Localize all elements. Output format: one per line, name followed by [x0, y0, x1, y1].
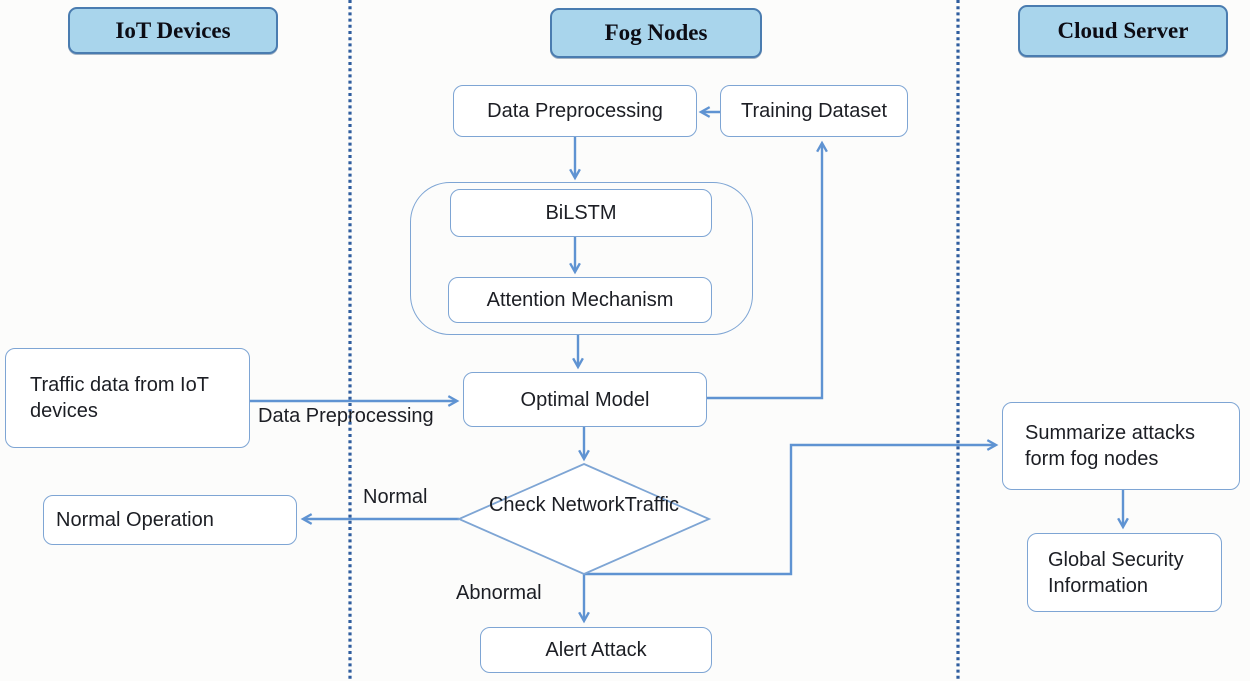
node-check-network-traffic-label: Check NetworkTraffic [488, 494, 680, 516]
node-global-security: Global Security Information [1027, 533, 1222, 612]
edge-label-data-preprocessing: Data Preprocessing [258, 405, 434, 427]
header-fog-nodes: Fog Nodes [550, 8, 762, 58]
node-training-dataset: Training Dataset [720, 85, 908, 137]
node-optimal-model: Optimal Model [463, 372, 707, 427]
arrow-optimal-model-to-training [707, 140, 828, 400]
bilstm-attention-group [410, 182, 753, 335]
node-data-preprocessing: Data Preprocessing [453, 85, 697, 137]
node-attention-mechanism: Attention Mechanism [448, 277, 712, 323]
edge-label-abnormal: Abnormal [456, 582, 542, 604]
check-network-traffic-diamond [456, 463, 712, 575]
node-bilstm: BiLSTM [450, 189, 712, 237]
header-cloud-server: Cloud Server [1018, 5, 1228, 57]
node-alert-attack: Alert Attack [480, 627, 712, 673]
node-normal-operation: Normal Operation [43, 495, 297, 545]
edge-label-normal: Normal [363, 486, 428, 508]
node-summarize-attacks: Summarize attacks form fog nodes [1002, 402, 1240, 490]
arrow-check-to-summarize [584, 439, 999, 576]
header-iot-devices: IoT Devices [68, 7, 278, 54]
node-traffic-data: Traffic data from IoT devices [5, 348, 250, 448]
